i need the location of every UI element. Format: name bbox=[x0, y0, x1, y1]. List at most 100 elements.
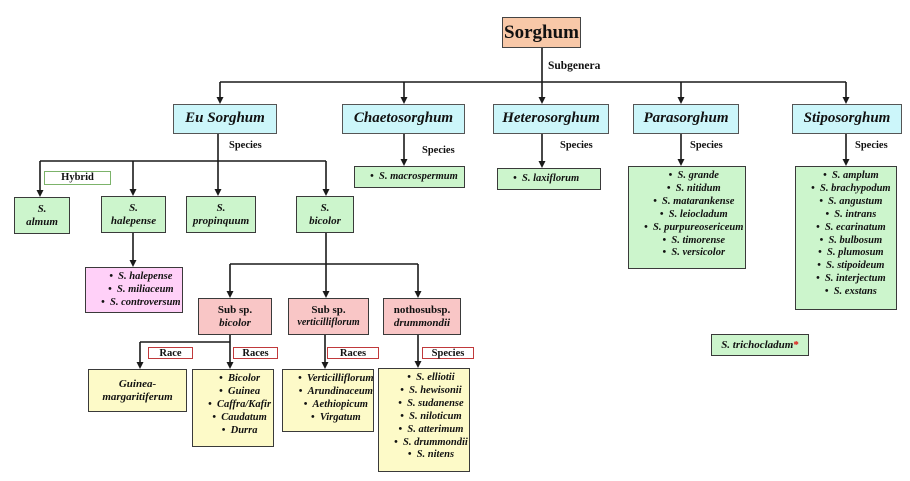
subgenus-label: Stiposorghum bbox=[803, 110, 891, 127]
species-item: S. brachypodum bbox=[806, 183, 891, 196]
edge-label-species-stipo: Species bbox=[855, 140, 888, 151]
subspecies-name: bicolor bbox=[219, 316, 251, 329]
species-name: S. trichocladum bbox=[721, 338, 794, 351]
subgenus-connector-3-arrowhead bbox=[677, 97, 685, 104]
edge-label-species-eu: Species bbox=[229, 140, 262, 151]
chaeto-connector-arrowhead bbox=[400, 159, 408, 166]
bicolor-races-list: Bicolor Guinea Caffra/Kafir Caudatum Dur… bbox=[192, 369, 274, 447]
halepense-group-connector-arrowhead bbox=[129, 260, 137, 267]
subgenus-label: Heterosorghum bbox=[502, 110, 600, 127]
subspecies-bicolor: Sub sp. bicolor bbox=[198, 298, 272, 335]
species-line: S. bbox=[129, 201, 138, 214]
subspecies-name: verticilliflorum bbox=[297, 317, 360, 329]
race-line: Guinea- bbox=[118, 377, 157, 390]
subspecies-rank: Sub sp. bbox=[217, 303, 253, 316]
species-item: S. plumosum bbox=[806, 247, 891, 260]
subspecies-name: drummondii bbox=[393, 316, 451, 329]
stiposorghum-species-list: S. amplum S. brachypodum S. angustum S. … bbox=[795, 166, 897, 310]
stipo-connector-arrowhead bbox=[842, 159, 850, 166]
nothosubspecies-drummondii: nothosubsp. drummondii bbox=[383, 298, 461, 335]
edge-label-species-chaeto: Species bbox=[422, 145, 455, 156]
halepense-connector-arrowhead bbox=[129, 189, 137, 196]
species-item: S. amplum bbox=[806, 170, 891, 183]
species-item: S. nitens bbox=[389, 449, 468, 462]
species-item: S. macrospermum bbox=[365, 171, 458, 184]
species-item: S. atterimum bbox=[389, 424, 468, 437]
subgenus-connector-0-arrowhead bbox=[216, 97, 224, 104]
species-item: S. timorense bbox=[639, 235, 743, 248]
species-item: S. niloticum bbox=[389, 411, 468, 424]
species-line: halepense bbox=[110, 214, 157, 227]
species-s-almum: S. almum bbox=[14, 197, 70, 234]
subspecies-verticilliflorum: Sub sp. verticilliflorum bbox=[288, 298, 369, 335]
species-item: S. purpureosericeum bbox=[639, 222, 743, 235]
propinquum-connector-arrowhead bbox=[214, 189, 222, 196]
asterisk-mark: * bbox=[793, 338, 799, 351]
notho-connector-arrowhead bbox=[414, 291, 422, 298]
hybrid-tag: Hybrid bbox=[44, 171, 111, 185]
species-item: S. bulbosum bbox=[806, 235, 891, 248]
bicolor-connector-arrowhead bbox=[322, 189, 330, 196]
subgenus-label: Parasorghum bbox=[643, 110, 729, 127]
verticilliflorum-races-list: Verticilliflorum Arundinaceum Aethiopicu… bbox=[282, 369, 374, 432]
heterosorghum-species-list: S. laxiflorum bbox=[497, 168, 601, 190]
subgenus-label: Eu Sorghum bbox=[185, 110, 265, 127]
chaetosorghum-species-list: S. macrospermum bbox=[354, 166, 465, 188]
races-tag-bicolor: Races bbox=[233, 347, 278, 359]
race-tag: Race bbox=[148, 347, 193, 359]
halepense-group-list: S. halepense S. miliaceum S. controversu… bbox=[85, 267, 183, 313]
subgenus-stiposorghum: Stiposorghum bbox=[792, 104, 902, 134]
species-item: S. drummondii bbox=[389, 437, 468, 450]
edge-label-species-para: Species bbox=[690, 140, 723, 151]
race-item: Aethiopicum bbox=[293, 399, 374, 412]
bicolor-races-connector-arrowhead bbox=[226, 362, 234, 369]
almum-connector-arrowhead bbox=[36, 190, 44, 197]
species-s-propinquum: S. propinquum bbox=[186, 196, 256, 233]
species-item: S. angustum bbox=[806, 196, 891, 209]
species-s-halepense: S. halepense bbox=[101, 196, 166, 233]
subgenus-connector-1-arrowhead bbox=[400, 97, 408, 104]
edge-label-subgenera: Subgenera bbox=[548, 60, 601, 72]
parasorghum-species-list: S. grande S. nitidum S. matarankense S. … bbox=[628, 166, 746, 269]
race-item: Durra bbox=[203, 425, 271, 438]
subspecies-rank: Sub sp. bbox=[311, 304, 346, 317]
edge-label-species-hetero: Species bbox=[560, 140, 593, 151]
subgenus-eu-sorghum: Eu Sorghum bbox=[173, 104, 277, 134]
species-item: S. controversum bbox=[96, 297, 181, 310]
species-line: propinquum bbox=[192, 214, 250, 227]
race-item: Verticilliflorum bbox=[293, 373, 374, 386]
species-line: almum bbox=[26, 215, 58, 228]
species-item: S. sudanense bbox=[389, 398, 468, 411]
species-item: S. interjectum bbox=[806, 273, 891, 286]
subgenus-parasorghum: Parasorghum bbox=[633, 104, 739, 134]
subsp-bicolor-connector-arrowhead bbox=[226, 291, 234, 298]
vert-races-connector-arrowhead bbox=[321, 362, 329, 369]
species-item: S. halepense bbox=[96, 271, 181, 284]
species-line: S. bbox=[320, 201, 330, 214]
species-item: S. matarankense bbox=[639, 196, 743, 209]
subspecies-rank: nothosubsp. bbox=[393, 303, 451, 316]
species-item: S. intrans bbox=[806, 209, 891, 222]
species-item: S. hewisonii bbox=[389, 385, 468, 398]
race-guinea-margaritiferum: Guinea- margaritiferum bbox=[88, 369, 187, 412]
species-item: S. leiocladum bbox=[639, 209, 743, 222]
drummondii-species-list: S. elliotii S. hewisonii S. sudanense S.… bbox=[378, 368, 470, 472]
race-item: Arundinaceum bbox=[293, 386, 374, 399]
root-node-sorghum: Sorghum bbox=[502, 17, 581, 48]
race-item: Caudatum bbox=[203, 412, 271, 425]
hetero-connector-arrowhead bbox=[538, 161, 546, 168]
root-label: Sorghum bbox=[504, 21, 579, 43]
species-item: S. versicolor bbox=[639, 247, 743, 260]
species-s-bicolor: S. bicolor bbox=[296, 196, 354, 233]
drummondii-species-connector-arrowhead bbox=[414, 361, 422, 368]
subgenus-label: Chaetosorghum bbox=[353, 110, 454, 127]
subgenus-connector-4-arrowhead bbox=[842, 97, 850, 104]
species-tag-drummondii: Species bbox=[422, 347, 474, 359]
species-item: S. stipoideum bbox=[806, 260, 891, 273]
subgenus-connector-2-arrowhead bbox=[538, 97, 546, 104]
species-item: S. elliotii bbox=[389, 372, 468, 385]
species-item: S. ecarinatum bbox=[806, 222, 891, 235]
subgenus-heterosorghum: Heterosorghum bbox=[493, 104, 609, 134]
races-tag-verticilliflorum: Races bbox=[327, 347, 379, 359]
